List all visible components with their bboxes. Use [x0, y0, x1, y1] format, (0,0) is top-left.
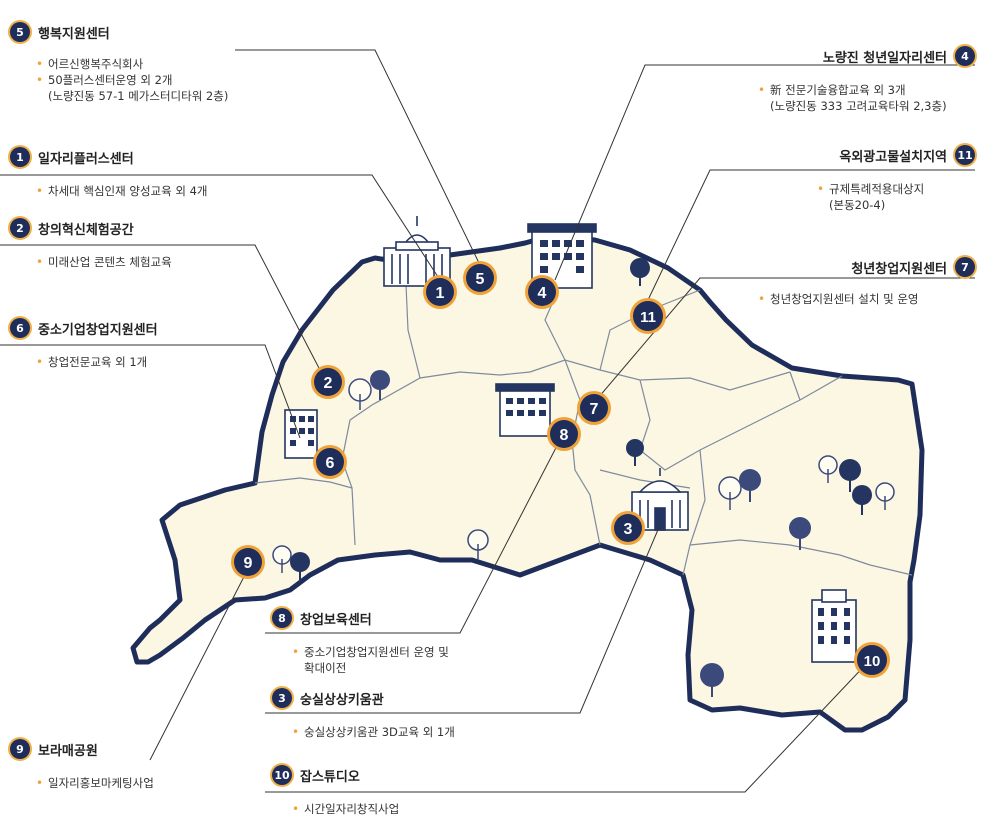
- marker-5[interactable]: 5: [463, 261, 497, 295]
- callout-title: 숭실상상키움관: [300, 692, 384, 708]
- number-badge: 3: [272, 688, 292, 708]
- callout-item: 50플러스센터운영 외 2개 (노량진동 57-1 메가스터디타워 2층): [36, 72, 235, 104]
- callout-5: 5 행복지원센터 어르신행복주식회사 50플러스센터운영 외 2개 (노량진동 5…: [10, 22, 235, 104]
- tree-icon: [348, 378, 372, 410]
- callout-item: 창업전문교육 외 1개: [36, 354, 270, 370]
- svg-text:1: 1: [436, 285, 445, 302]
- number-badge: 2: [10, 218, 30, 238]
- number-badge: 11: [955, 145, 975, 165]
- callout-title: 일자리플러스센터: [38, 151, 134, 167]
- number-badge: 5: [10, 22, 30, 42]
- district-land: [130, 233, 925, 733]
- number-badge: 8: [272, 608, 292, 628]
- map-markers: 1 2 3 4 5 6 7 8 9 10 11: [231, 261, 890, 678]
- tree-icon: [789, 517, 811, 550]
- tree-icon: [739, 469, 761, 502]
- tree-icon: [718, 476, 742, 510]
- callout-item: 미래산업 콘텐츠 체험교육: [36, 254, 260, 270]
- number-badge: 9: [10, 739, 30, 759]
- tree-icon: [626, 439, 644, 466]
- tree-icon: [839, 459, 861, 492]
- tree-icon: [852, 485, 872, 515]
- callout-7: 청년창업지원센터 7 청년창업지원센터 설치 및 운영: [700, 257, 975, 307]
- callout-item: 규제특례적용대상지 (본동20-4): [817, 181, 975, 213]
- marker-6[interactable]: 6: [313, 445, 347, 479]
- svg-text:8: 8: [560, 427, 569, 444]
- tree-icon: [875, 482, 895, 510]
- tree-icon: [630, 258, 650, 286]
- svg-text:9: 9: [244, 555, 253, 572]
- callout-title: 잡스튜디오: [300, 769, 360, 785]
- tree-icon: [272, 545, 292, 573]
- callout-item: 시간일자리창직사업: [292, 801, 747, 817]
- building-icons: [284, 216, 857, 663]
- svg-text:11: 11: [640, 309, 656, 326]
- svg-text:6: 6: [326, 455, 335, 472]
- callout-10: 10 잡스튜디오 시간일자리창직사업: [272, 765, 747, 817]
- number-badge: 4: [955, 46, 975, 66]
- callout-item: 차세대 핵심인재 양성교육 외 4개: [36, 183, 380, 199]
- number-badge: 1: [10, 147, 30, 167]
- callout-2: 2 창의혁신체험공간 미래산업 콘텐츠 체험교육: [10, 218, 260, 270]
- svg-text:10: 10: [864, 653, 881, 670]
- svg-text:7: 7: [590, 401, 599, 418]
- callout-item: 숭실상상키움관 3D교육 외 1개: [292, 724, 582, 740]
- callout-title: 중소기업창업지원센터: [38, 322, 158, 338]
- callout-11: 옥외광고물설치지역 11 규제특례적용대상지 (본동20-4): [705, 145, 975, 213]
- svg-text:4: 4: [538, 285, 547, 302]
- svg-text:5: 5: [476, 271, 485, 288]
- marker-9[interactable]: 9: [231, 545, 265, 579]
- callout-item: 청년창업지원센터 설치 및 운영: [758, 291, 975, 307]
- callout-8: 8 창업보육센터 중소기업창업지원센터 운영 및 확대이전: [272, 608, 472, 676]
- leader-lines: [0, 49, 975, 793]
- callout-item: 어르신행복주식회사: [36, 56, 235, 72]
- marker-3[interactable]: 3: [611, 511, 645, 545]
- callout-title: 창의혁신체험공간: [38, 222, 134, 238]
- tree-icon: [700, 663, 724, 697]
- tree-icon: [467, 529, 489, 560]
- callout-title: 노량진 청년일자리센터: [822, 50, 947, 66]
- svg-text:3: 3: [624, 521, 633, 538]
- marker-1[interactable]: 1: [423, 275, 457, 309]
- marker-2[interactable]: 2: [311, 365, 345, 399]
- tree-icons: [272, 258, 895, 697]
- callout-9: 9 보라매공원 일자리홍보마케팅사업: [10, 739, 160, 791]
- number-badge: 10: [272, 765, 292, 785]
- office-building-icon: [495, 383, 555, 437]
- callout-title: 창업보육센터: [300, 612, 372, 628]
- callout-title: 청년창업지원센터: [851, 261, 947, 277]
- callout-title: 보라매공원: [38, 743, 98, 759]
- marker-4[interactable]: 4: [525, 275, 559, 309]
- callout-item: 新 전문기술융합교육 외 3개 (노량진동 333 고려교육타워 2,3층): [758, 82, 975, 114]
- callout-1: 1 일자리플러스센터 차세대 핵심인재 양성교육 외 4개: [10, 147, 380, 199]
- callout-item: 일자리홍보마케팅사업: [36, 775, 160, 791]
- callout-title: 옥외광고물설치지역: [839, 149, 947, 165]
- svg-text:2: 2: [324, 375, 333, 392]
- number-badge: 6: [10, 318, 30, 338]
- marker-11[interactable]: 11: [630, 298, 666, 334]
- callout-title: 행복지원센터: [38, 26, 110, 42]
- callout-4: 노량진 청년일자리센터 4 新 전문기술융합교육 외 3개 (노량진동 333 고…: [640, 46, 975, 114]
- callout-3: 3 숭실상상키움관 숭실상상키움관 3D교육 외 1개: [272, 688, 582, 740]
- tree-icon: [370, 370, 390, 400]
- marker-7[interactable]: 7: [577, 391, 611, 425]
- tree-icon: [818, 455, 838, 483]
- marker-8[interactable]: 8: [547, 417, 581, 451]
- tree-icon: [290, 552, 310, 582]
- office-building-icon: [284, 409, 318, 459]
- callout-6: 6 중소기업창업지원센터 창업전문교육 외 1개: [10, 318, 270, 370]
- number-badge: 7: [955, 257, 975, 277]
- tower-building-icon: [811, 589, 857, 663]
- callout-item: 중소기업창업지원센터 운영 및 확대이전: [292, 644, 472, 676]
- marker-10[interactable]: 10: [854, 642, 890, 678]
